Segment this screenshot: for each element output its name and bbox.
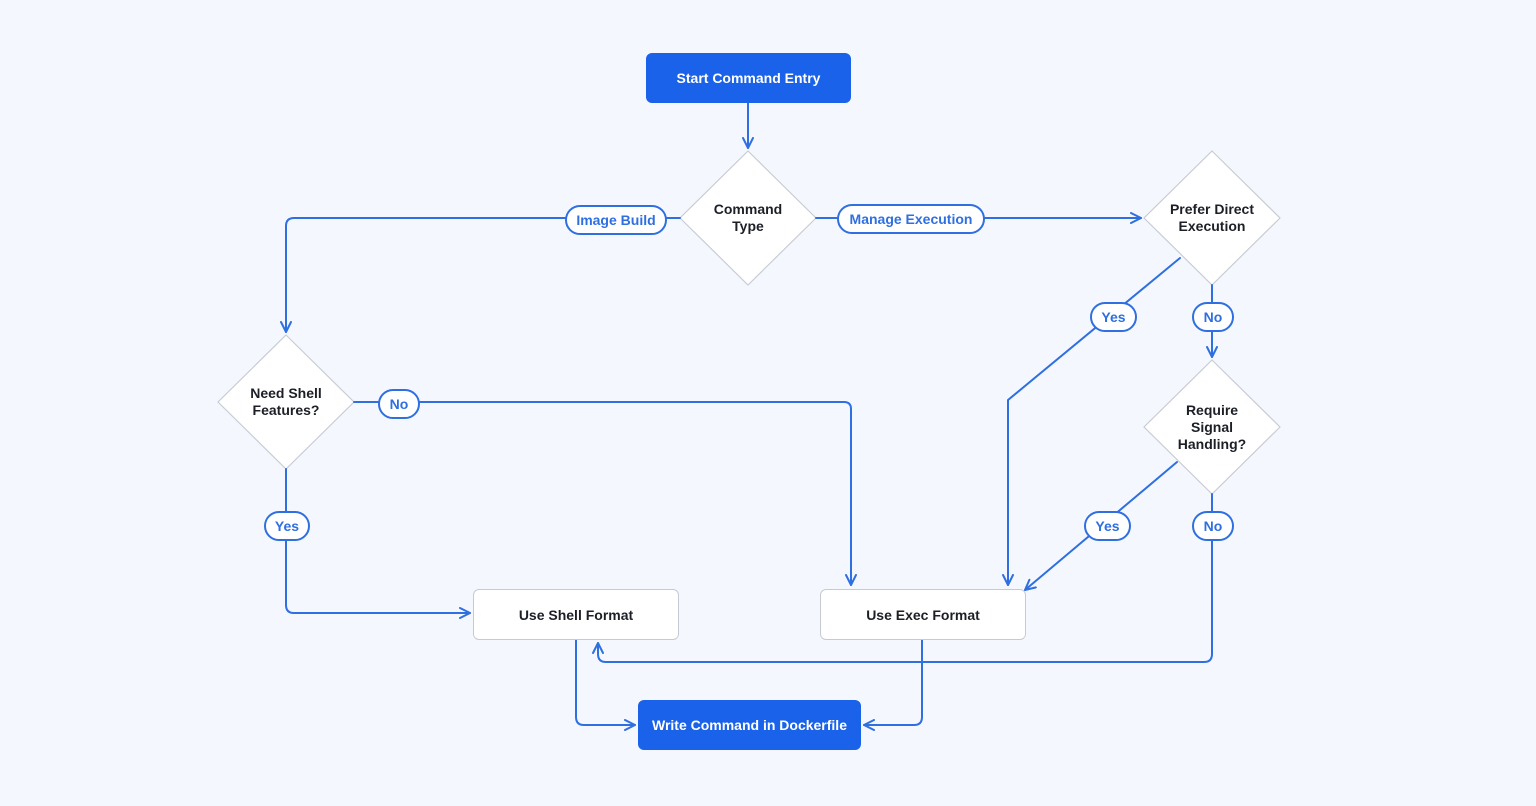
- use-exec-format-label: Use Exec Format: [866, 606, 980, 623]
- connector-need-shell-yes-to-shell: [285, 468, 471, 619]
- connector-need-shell-no-to-exec: [353, 401, 857, 586]
- write-command-node[interactable]: Write Command in Dockerfile: [638, 700, 861, 750]
- need-shell-yes-pill: Yes: [264, 511, 310, 541]
- connector-signal-no-to-shell: [592, 493, 1213, 663]
- use-exec-format-node[interactable]: Use Exec Format: [820, 589, 1026, 640]
- need-shell-label: Need Shell Features?: [250, 385, 322, 418]
- start-command-entry-label: Start Command Entry: [676, 70, 821, 86]
- need-shell-no-pill: No: [378, 389, 420, 419]
- command-type-diamond: [679, 150, 817, 286]
- prefer-direct-label: Prefer Direct Execution: [1169, 201, 1255, 234]
- require-signal-yes-pill: Yes: [1084, 511, 1131, 541]
- image-build-pill: Image Build: [565, 205, 667, 235]
- use-shell-format-label: Use Shell Format: [518, 606, 634, 623]
- write-command-label: Write Command in Dockerfile: [651, 717, 847, 733]
- connector-type-to-need-shell: [280, 217, 681, 333]
- prefer-direct-no-pill: No: [1192, 302, 1234, 332]
- connector-shell-to-write: [575, 639, 636, 731]
- connector-exec-to-write: [863, 639, 923, 731]
- require-signal-no-pill: No: [1192, 511, 1234, 541]
- use-shell-format-node[interactable]: Use Shell Format: [473, 589, 679, 640]
- require-signal-label: Require Signal Handling?: [1177, 401, 1247, 452]
- start-command-entry-node[interactable]: Start Command Entry: [646, 53, 851, 103]
- command-type-label: Command Type: [713, 201, 783, 234]
- prefer-direct-yes-pill: Yes: [1090, 302, 1137, 332]
- manage-execution-pill: Manage Execution: [837, 204, 985, 234]
